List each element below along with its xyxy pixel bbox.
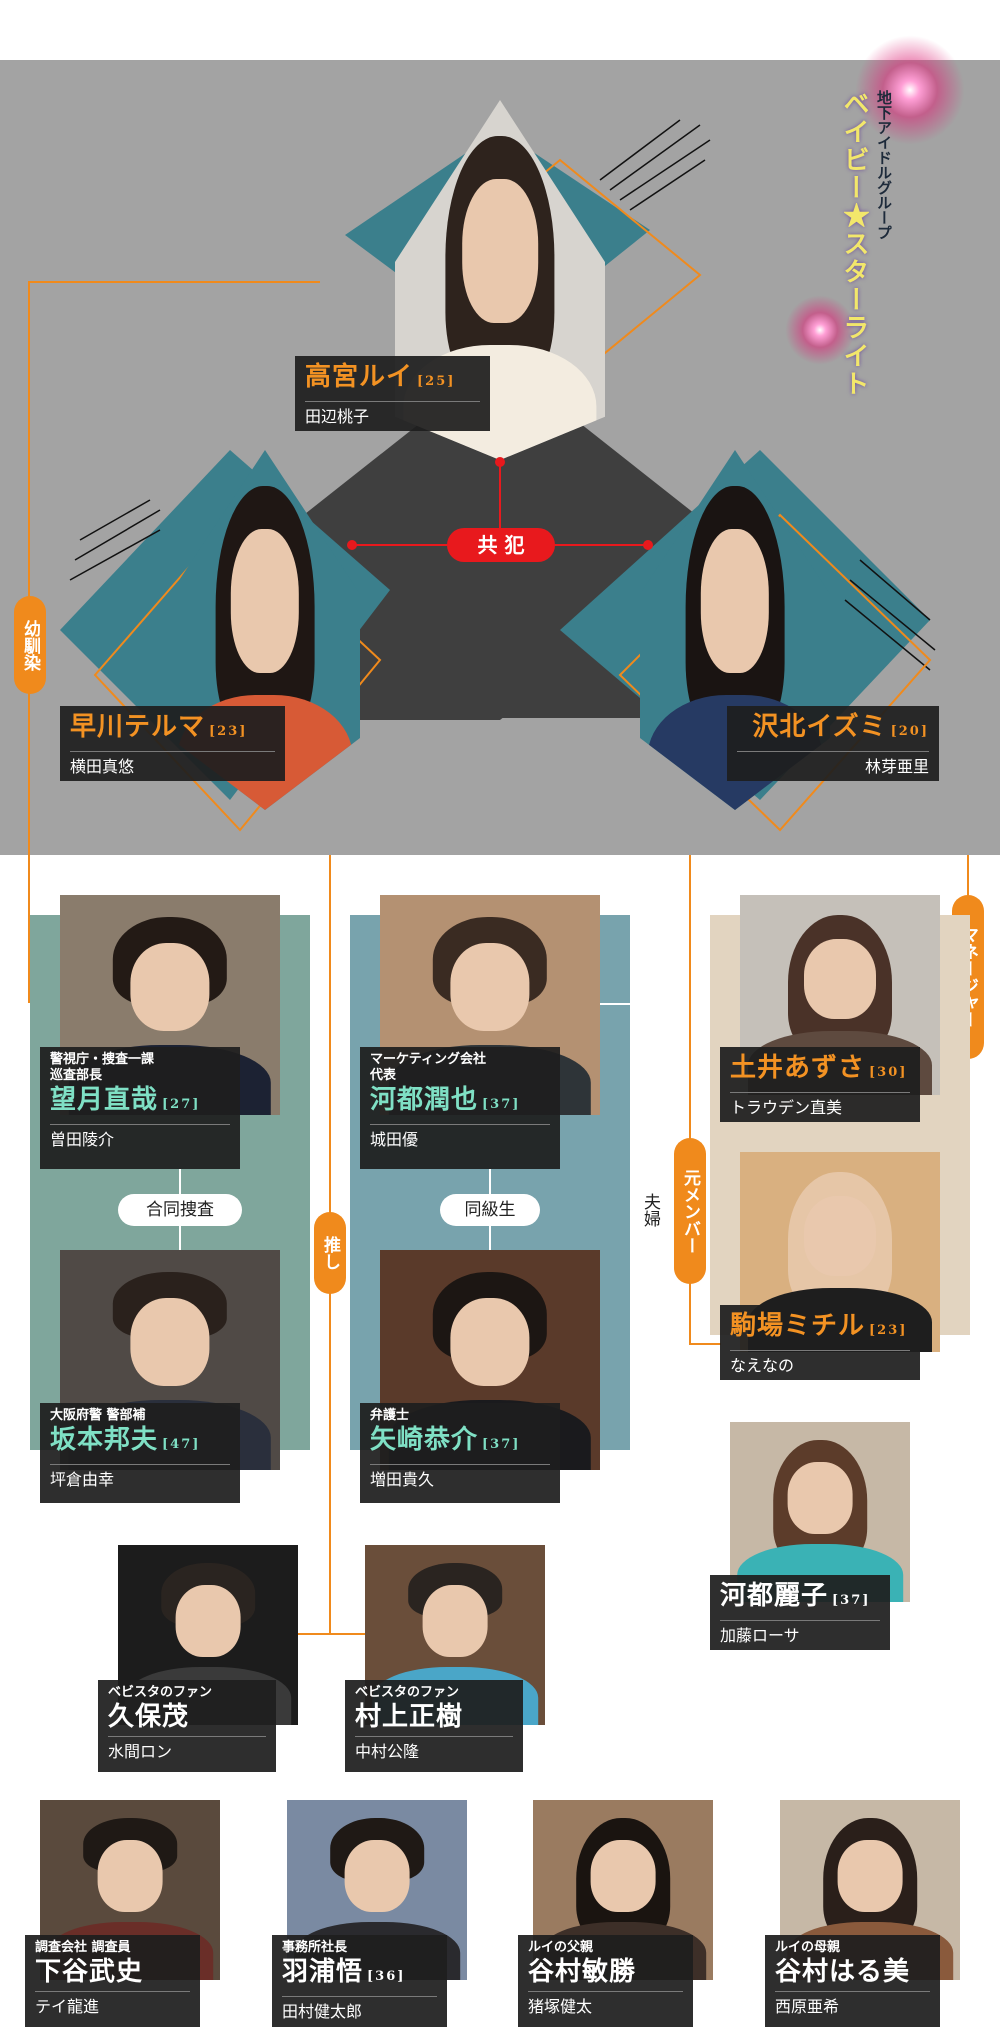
yazaki-label: 弁護士 矢崎恭介[37] 増田貴久: [360, 1403, 560, 1503]
character-name: 沢北イズミ: [752, 712, 887, 742]
character-role: 事務所社長: [282, 1940, 348, 1955]
character-role: 大阪府警 警部補: [50, 1408, 146, 1423]
character-age: [37]: [832, 1593, 871, 1608]
former-member-line: [689, 855, 691, 1345]
character-age: [23]: [869, 1323, 908, 1338]
accomplice-badge: 共 犯: [447, 528, 555, 562]
actor-name: 田村健太郎: [282, 1996, 437, 2023]
character-name: 望月直哉: [50, 1085, 159, 1115]
actor-name: 城田優: [370, 1124, 550, 1151]
character-role: ベビスタのファン: [355, 1685, 460, 1700]
couple-label: 夫婦: [640, 1193, 660, 1227]
character-name: 早川テルマ: [70, 712, 206, 742]
komaba-label: 駒場ミチル[23] なえなの: [720, 1305, 920, 1380]
mochizuki-label: 警視庁・捜査一課 巡査部長 望月直哉[27] 曽田陵介: [40, 1047, 240, 1169]
actor-name: 水間ロン: [108, 1736, 266, 1763]
character-age: [20]: [890, 724, 929, 739]
character-name: 矢崎恭介: [370, 1425, 479, 1455]
group-subtitle: 地下アイドルグループ: [875, 90, 893, 240]
reiko-photo: [730, 1422, 910, 1602]
character-role: マーケティング会社: [370, 1052, 486, 1067]
actor-name: 加藤ローサ: [720, 1620, 880, 1647]
childhood-line-top: [28, 281, 320, 283]
character-name: 村上正樹: [355, 1702, 464, 1732]
actor-name: 曽田陵介: [50, 1124, 230, 1151]
character-role: ルイの父親: [528, 1940, 594, 1955]
tsuchii-label: 土井あずさ[30] トラウデン直美: [720, 1047, 920, 1122]
character-name: 下谷武史: [35, 1957, 144, 1987]
actor-name: テイ龍進: [35, 1991, 190, 2018]
tanimura-father-label: ルイの父親 谷村敏勝 猪塚健太: [518, 1935, 693, 2027]
murakami-label: ベビスタのファン 村上正樹 中村公隆: [345, 1680, 523, 1772]
character-name: 土井あずさ: [730, 1053, 866, 1083]
oshi-line-bottom: [296, 1633, 366, 1635]
character-age: [30]: [869, 1065, 908, 1080]
character-name: 羽浦悟: [282, 1957, 364, 1987]
character-name: 高宮ルイ: [305, 362, 414, 392]
haura-label: 事務所社長 羽浦悟[36] 田村健太郎: [272, 1935, 447, 2027]
joint-investigation-pill: 合同捜査: [118, 1194, 242, 1226]
actor-name: 西原亜希: [775, 1991, 930, 2018]
character-name: 駒場ミチル: [730, 1311, 866, 1341]
actor-name: なえなの: [730, 1350, 910, 1377]
character-name: 河都麗子: [720, 1581, 829, 1611]
accomplice-connector: [347, 457, 653, 550]
kubo-label: ベビスタのファン 久保茂 水間ロン: [98, 1680, 276, 1772]
oshi-tag: 推し: [314, 1212, 346, 1294]
sawakita-label: 沢北イズミ[20] 林芽亜里: [727, 706, 939, 781]
character-role: ルイの母親: [775, 1940, 841, 1955]
sparkle-glow-icon: [855, 35, 965, 145]
character-role: 代表: [370, 1068, 397, 1083]
character-name: 坂本邦夫: [50, 1425, 159, 1455]
character-role: ベビスタのファン: [108, 1685, 213, 1700]
character-name: 谷村敏勝: [528, 1957, 637, 1987]
shimoya-label: 調査会社 調査員 下谷武史 テイ龍進: [25, 1935, 200, 2027]
character-role: 調査会社 調査員: [35, 1940, 131, 1955]
actor-name: 坪倉由幸: [50, 1464, 230, 1491]
actor-name: 猪塚健太: [528, 1991, 683, 2018]
character-role: 警視庁・捜査一課: [50, 1052, 155, 1067]
childhood-tag: 幼馴染: [14, 596, 46, 694]
character-name: 谷村はる美: [775, 1957, 911, 1987]
character-role: 弁護士: [370, 1408, 410, 1423]
character-name: 河都潤也: [370, 1085, 479, 1115]
character-age: [47]: [162, 1437, 201, 1452]
actor-name: 増田貴久: [370, 1464, 550, 1491]
sparkle-glow-icon: [785, 295, 855, 365]
former-member-line-bottom: [689, 1343, 721, 1345]
character-name: 久保茂: [108, 1702, 190, 1732]
hayakawa-label: 早川テルマ[23] 横田真悠: [60, 706, 285, 781]
group-title: ベイビー★スターライト: [839, 90, 869, 398]
classmates-pill: 同級生: [440, 1194, 540, 1226]
former-member-tag: 元メンバー: [674, 1138, 706, 1284]
takamiya-label: 高宮ルイ[25] 田辺桃子: [295, 356, 490, 431]
actor-name: 田辺桃子: [305, 401, 480, 428]
actor-name: 中村公隆: [355, 1736, 513, 1763]
character-age: [37]: [482, 1097, 521, 1112]
actor-name: トラウデン直美: [730, 1092, 910, 1119]
character-age: [25]: [417, 374, 456, 389]
character-age: [36]: [367, 1969, 406, 1984]
character-role: 巡査部長: [50, 1068, 103, 1083]
actor-name: 横田真悠: [70, 751, 275, 778]
kawato-label: マーケティング会社 代表 河都潤也[37] 城田優: [360, 1047, 560, 1169]
character-age: [27]: [162, 1097, 201, 1112]
tanimura-mother-label: ルイの母親 谷村はる美 西原亜希: [765, 1935, 940, 2027]
actor-name: 林芽亜里: [737, 751, 929, 778]
reiko-label: 河都麗子[37] 加藤ローサ: [710, 1575, 890, 1650]
sakamoto-label: 大阪府警 警部補 坂本邦夫[47] 坪倉由幸: [40, 1403, 240, 1503]
character-age: [37]: [482, 1437, 521, 1452]
couple-line: [600, 1003, 630, 1005]
character-age: [23]: [209, 724, 248, 739]
